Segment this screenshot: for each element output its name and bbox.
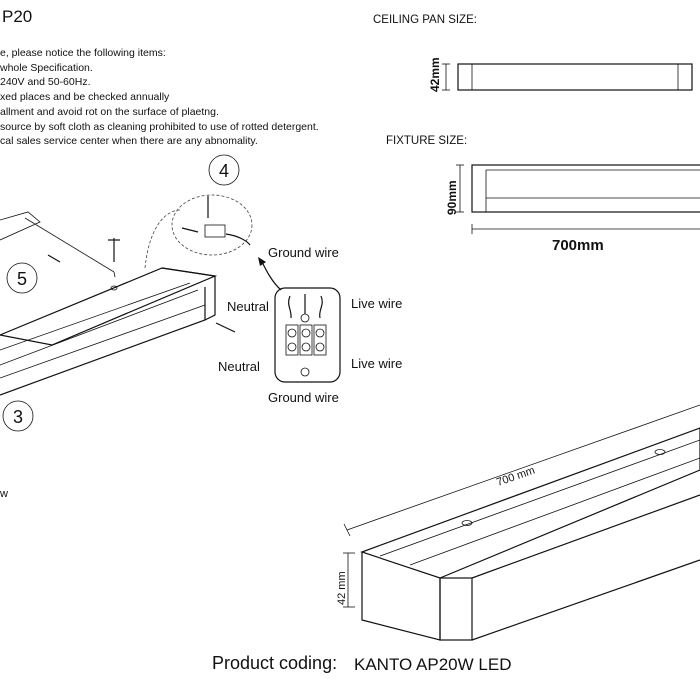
note-line: cal sales service center when there are … — [0, 135, 258, 147]
note-line: e, please notice the following items: — [0, 47, 166, 59]
iso-height-label: 42 mm — [336, 571, 348, 605]
ground-wire-label-bottom: Ground wire — [268, 390, 339, 405]
page-title: P20 — [2, 7, 32, 26]
terminal-block-diagram — [274, 287, 341, 383]
product-coding-label: Product coding: — [212, 653, 337, 673]
step-4-badge: 4 — [208, 154, 240, 186]
fixture-drawing — [456, 164, 700, 234]
svg-text:3: 3 — [13, 407, 23, 427]
notes-list: e, please notice the following items: wh… — [0, 47, 319, 147]
ground-wire-label-top: Ground wire — [268, 245, 339, 260]
ceiling-pan-heading: CEILING PAN SIZE: — [373, 14, 477, 26]
svg-text:5: 5 — [17, 269, 27, 289]
neutral-label-bottom: Neutral — [218, 359, 260, 374]
note-line: source by soft cloth as cleaning prohibi… — [0, 121, 319, 133]
fixture-heading: FIXTURE SIZE: — [386, 135, 467, 147]
live-wire-label-top: Live wire — [351, 296, 402, 311]
fixture-height-label: 90mm — [445, 180, 459, 215]
live-wire-label-bottom: Live wire — [351, 356, 402, 371]
note-line: 240V and 50-60Hz. — [0, 76, 90, 88]
step-5-badge: 5 — [6, 262, 38, 294]
note-line: xed places and be checked annually — [0, 91, 170, 103]
fixture-length-label: 700mm — [552, 237, 604, 254]
svg-text:4: 4 — [219, 161, 229, 181]
step-3-badge: 3 — [2, 400, 34, 432]
installation-illustration — [0, 194, 282, 396]
iso-length-label: 700 mm — [495, 465, 536, 489]
note-line: whole Specification. — [0, 62, 93, 74]
ceiling-pan-height-label: 42mm — [428, 57, 442, 92]
ceiling-pan-drawing — [442, 63, 693, 91]
product-code: KANTO AP20W LED — [354, 655, 511, 674]
cropped-text-fragment: w — [0, 488, 8, 500]
note-line: allment and avoid rot on the surface of … — [0, 106, 219, 118]
isometric-fixture-drawing — [343, 404, 700, 641]
neutral-label-top: Neutral — [227, 299, 269, 314]
